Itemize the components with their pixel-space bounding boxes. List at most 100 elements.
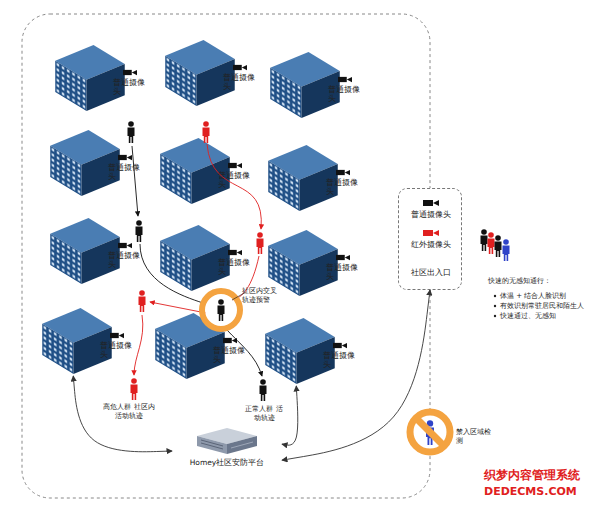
camera-label: 普通摄像头 [113, 78, 149, 96]
building-node: 普通摄像头 [270, 52, 362, 120]
link-arrow [282, 386, 298, 445]
camera-label: 普通摄像头 [326, 263, 362, 281]
annotation-label: 有效识别常驻居民和陌生人 [500, 302, 594, 311]
camera-shape [228, 250, 242, 255]
platform-label: Homey社区安防平台 [162, 458, 292, 467]
camera-shape [228, 163, 242, 168]
camera-shape [333, 343, 347, 348]
building-node: 普通摄像头 [155, 313, 247, 381]
person-icon [128, 121, 135, 143]
person-icon [260, 379, 267, 401]
camera-icon [118, 154, 132, 161]
camera-label: 普通摄像头 [328, 85, 364, 103]
camera-icon [110, 332, 124, 339]
camera-icon [333, 342, 347, 349]
annotation-label: 禁入区域检测 [456, 428, 494, 446]
camera-label: 普通摄像头 [108, 163, 144, 181]
forbidden-slash [416, 418, 444, 446]
camera-icon [336, 169, 350, 176]
camera-icon [123, 69, 137, 76]
bullet-dots [494, 295, 496, 317]
camera-icon [336, 254, 350, 261]
bullet-dot [494, 305, 496, 307]
camera-label: 普通摄像头 [223, 73, 259, 91]
forbidden-sign [410, 412, 450, 452]
alert-ring [202, 291, 240, 329]
camera-icon [118, 242, 132, 249]
bullet-dot [494, 315, 496, 317]
people [128, 121, 267, 401]
person-icon [481, 229, 488, 251]
legend-label: 红外摄像头 [399, 240, 463, 249]
legend-label: 普通摄像头 [399, 210, 463, 219]
camera-shape [338, 77, 352, 82]
annotation-label: 社区内交叉 轨迹预警 [242, 287, 286, 305]
camera-shape [336, 255, 350, 260]
forbidden-ring [410, 412, 450, 452]
legend-camera-icon [423, 229, 439, 237]
trajectory-line [134, 315, 143, 375]
trajectory-line [132, 146, 138, 216]
camera-icon [228, 162, 242, 169]
trajectory-line [226, 329, 262, 376]
camera-shape [223, 338, 237, 343]
normal-trajectory [132, 146, 262, 376]
trajectory-line [207, 144, 261, 229]
building-node: 普通摄像头 [165, 40, 257, 108]
person-icon [426, 420, 434, 445]
camera-shape [110, 333, 124, 338]
camera-label: 普通摄像头 [323, 351, 359, 369]
building-node: 普通摄像头 [50, 218, 142, 286]
person-icon [257, 232, 264, 254]
community-boundary [22, 14, 430, 498]
legend-camera-shape [423, 230, 439, 236]
building-node: 普通摄像头 [268, 145, 360, 213]
building-node: 普通摄像头 [268, 230, 360, 298]
legend-camera-shape [423, 200, 439, 206]
camera-shape [123, 70, 137, 75]
camera-label: 普通摄像头 [108, 251, 144, 269]
camera-icon [233, 64, 247, 71]
camera-label: 普通摄像头 [100, 341, 136, 359]
building-node: 普通摄像头 [50, 130, 142, 198]
camera-shape [118, 243, 132, 248]
legend-camera-icon [423, 199, 439, 207]
building-node: 普通摄像头 [265, 318, 357, 386]
camera-icon [223, 337, 237, 344]
person-icon [495, 235, 502, 257]
camera-shape [233, 65, 247, 70]
building-node: 普通摄像头 [42, 308, 134, 376]
person-icon [139, 290, 146, 312]
server-icon [197, 428, 257, 454]
camera-icon [228, 249, 242, 256]
bullet-dot [494, 295, 496, 297]
watermark-text: 织梦内容管理系统 [484, 468, 596, 482]
entrance-label: 社区出入口 [399, 268, 463, 277]
building-node: 普通摄像头 [55, 45, 147, 113]
link-arrow [73, 376, 172, 452]
camera-label: 普通摄像头 [213, 346, 249, 364]
camera-label: 普通摄像头 [326, 178, 362, 196]
server-shape [197, 428, 257, 454]
building-node: 普通摄像头 [160, 225, 252, 293]
annotation-label: 快速通过、无感知 [500, 312, 594, 321]
trajectory-line [150, 302, 206, 313]
entrance-crowd [481, 229, 510, 261]
person-icon [131, 378, 138, 400]
risk-trajectory [134, 144, 261, 375]
person-icon [488, 232, 495, 254]
platform-node: Homey社区安防平台 [172, 428, 282, 474]
camera-label: 普通摄像头 [218, 171, 254, 189]
person-icon [503, 239, 510, 261]
entrance-box: 社区出入口 普通摄像头红外摄像头 [398, 188, 462, 290]
person-icon [218, 299, 225, 321]
watermark-text: DEDECMS.COM [484, 485, 596, 498]
camera-shape [118, 155, 132, 160]
building-node: 普通摄像头 [160, 138, 252, 206]
link-arrow [282, 290, 430, 460]
person-icon [136, 220, 143, 242]
